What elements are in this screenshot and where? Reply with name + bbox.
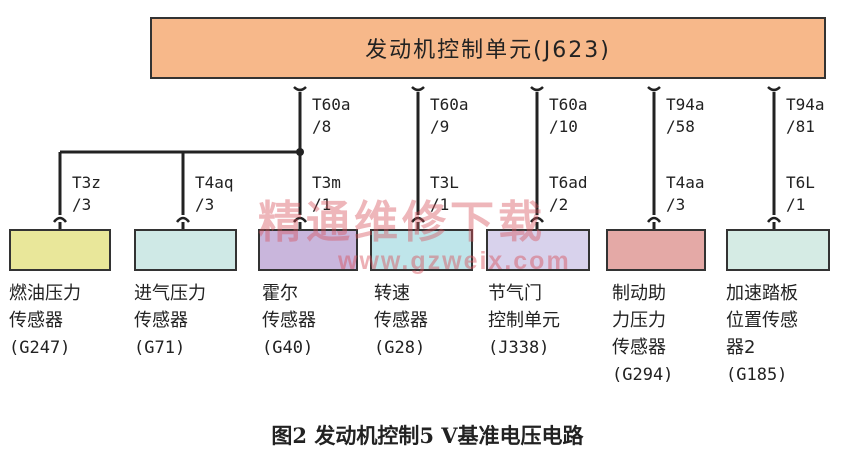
sensor-label-g294: 制动助力压力传感器(G294) [612, 283, 674, 385]
sensor-box-g185 [726, 229, 830, 271]
sensor-label-g247: 燃油压力传感器(G247) [9, 283, 81, 358]
sensor-box-g294 [606, 229, 706, 271]
figure-caption: 图2 发动机控制5 V基准电压电路 [271, 423, 584, 448]
watermark-url: www.gzweix.com [338, 247, 571, 275]
sensor-label-g71: 进气压力传感器(G71) [134, 283, 206, 358]
watermark-text: 精通维修下载 [258, 197, 546, 248]
sensor-box-g40 [258, 229, 358, 271]
branch-bus [53, 148, 307, 229]
ecu-pin-label: T60a/8 [312, 95, 351, 136]
sensor-box-j338 [486, 229, 590, 271]
sensor-label-j338: 节气门控制单元(J338) [488, 283, 560, 358]
sensor-pin-label: T6ad/2 [549, 173, 588, 214]
ecu-pin-label: T60a/9 [430, 95, 469, 136]
sensor-label-g28: 转速传感器(G28) [374, 283, 428, 358]
ecu-wire-4 [647, 86, 661, 229]
sensor-label-g185: 加速踏板位置传感器2(G185) [726, 283, 798, 385]
ecu-box: 发动机控制单元(J623) [150, 17, 826, 79]
ecu-pin-label: T94a/81 [786, 95, 825, 136]
ecu-wire-1 [293, 86, 307, 152]
ecu-wire-5 [767, 86, 781, 229]
ecu-wire-3 [530, 86, 544, 229]
sensor-box-g71 [134, 229, 237, 271]
sensor-box-g28 [370, 229, 473, 271]
sensor-pin-label: T3z/3 [72, 173, 101, 214]
sensor-pin-label: T3m/1 [312, 173, 341, 214]
ecu-pin-label: T94a/58 [666, 95, 705, 136]
ecu-pin-label: T60a/10 [549, 95, 588, 136]
sensor-pin-label: T4aq/3 [195, 173, 234, 214]
sensor-pin-label: T4aa/3 [666, 173, 705, 214]
sensor-box-g247 [9, 229, 111, 271]
sensor-pin-label: T3L/1 [430, 173, 459, 214]
ecu-wire-2 [411, 86, 425, 229]
sensor-label-g40: 霍尔传感器(G40) [262, 283, 316, 358]
sensor-pin-label: T6L/1 [786, 173, 815, 214]
